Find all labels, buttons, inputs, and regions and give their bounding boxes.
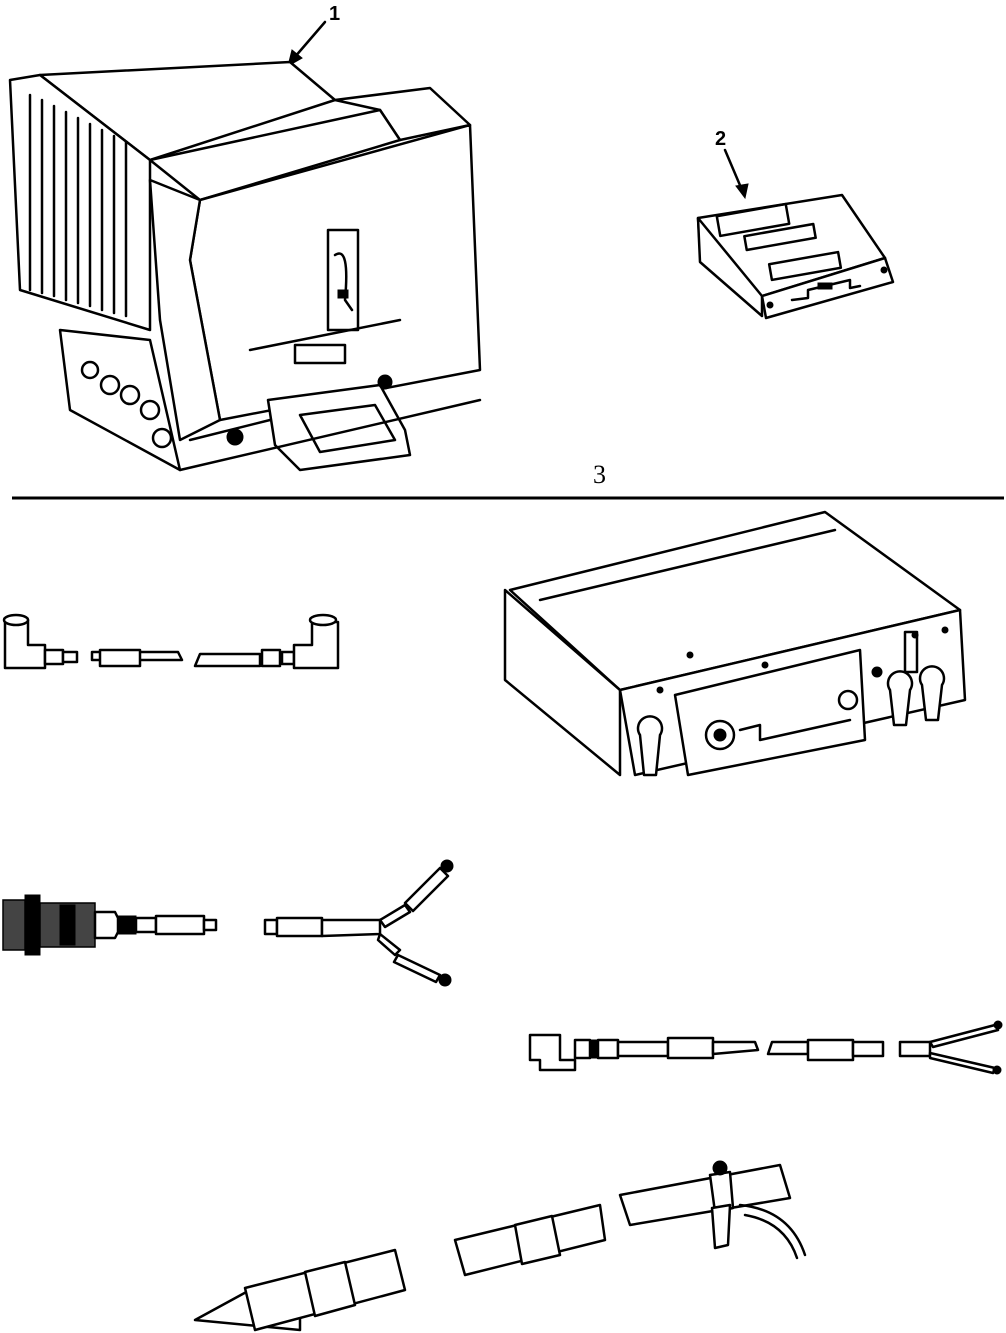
leader-arrow-1 xyxy=(287,20,327,68)
equipment-unit-1 xyxy=(8,20,482,472)
callout-1: 1 xyxy=(329,3,341,25)
callout-3: 3 xyxy=(593,460,606,489)
cable-assembly-b xyxy=(2,859,454,987)
module-unit-2 xyxy=(696,148,895,320)
cable-assembly-a xyxy=(2,613,340,670)
callout-2: 2 xyxy=(715,128,727,150)
cooling-fins xyxy=(28,93,128,318)
antenna-probe-assembly xyxy=(193,1160,807,1332)
leader-arrow-2 xyxy=(723,148,749,200)
rack-unit-3 xyxy=(503,510,967,777)
cable-assembly-c xyxy=(528,1020,1003,1075)
